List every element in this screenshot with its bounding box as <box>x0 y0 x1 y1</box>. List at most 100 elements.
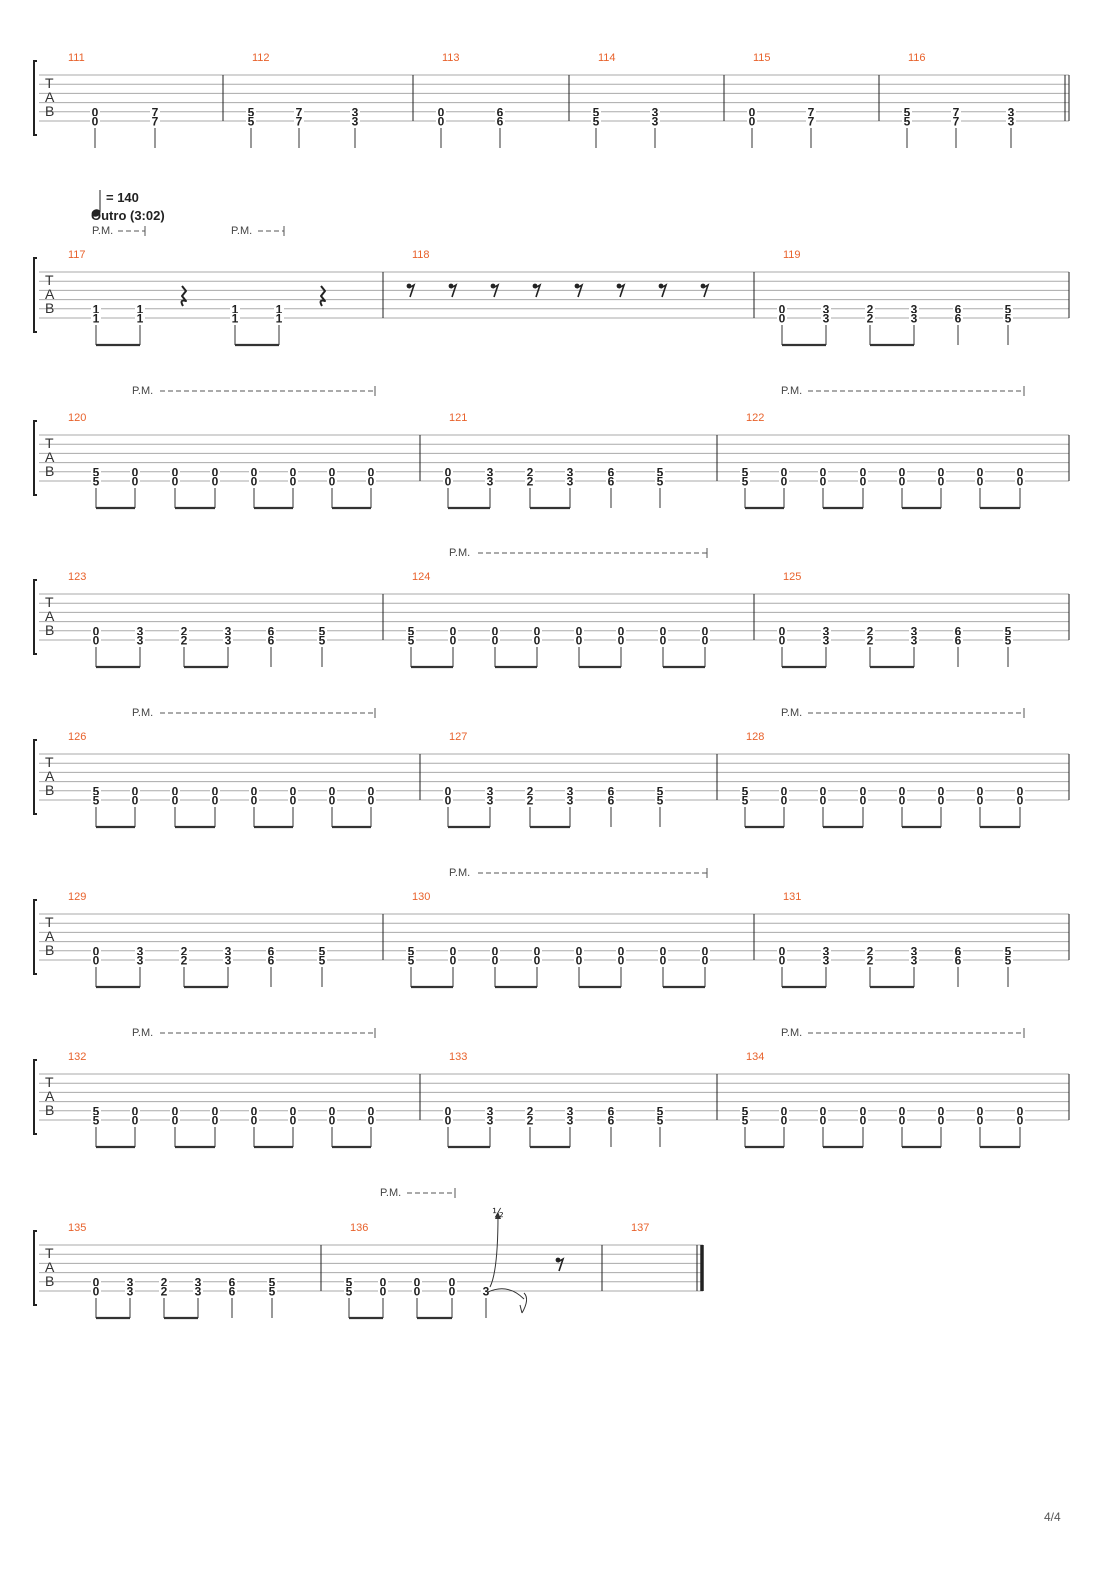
fret-number: 0 <box>820 1114 827 1128</box>
fret-number: 0 <box>660 624 667 638</box>
fret-number: 6 <box>955 944 962 958</box>
fret-number: 0 <box>576 624 583 638</box>
fret-number: 0 <box>977 1104 984 1118</box>
fret-number: 0 <box>492 944 499 958</box>
fret-number: 3 <box>225 624 232 638</box>
fret-number: 0 <box>576 944 583 958</box>
tab-clef-letter: A <box>45 449 55 465</box>
quarter-rest <box>180 285 187 307</box>
note-chord: 55 <box>406 944 416 987</box>
note-chord: 00 <box>249 465 259 508</box>
note-chord: 00 <box>975 784 985 827</box>
note-chord: 66 <box>953 302 963 345</box>
note-chord: 00 <box>288 465 298 508</box>
fret-number: 3 <box>137 954 144 968</box>
tab-clef-letter: A <box>45 1259 55 1275</box>
tab-system: TAB1265500000000000000127003322336655128… <box>33 731 1070 829</box>
fret-number: 3 <box>137 944 144 958</box>
fret-number: 1 <box>276 302 283 316</box>
fret-number: 5 <box>319 954 326 968</box>
fret-number: 0 <box>132 794 139 808</box>
fret-number: 0 <box>977 475 984 489</box>
note-chord: 33 <box>909 302 919 345</box>
fret-number: 3 <box>195 1285 202 1299</box>
fret-number: 5 <box>1005 634 1012 648</box>
fret-number: 0 <box>368 784 375 798</box>
release-arrow <box>519 1292 528 1314</box>
note-chord: 00 <box>616 624 626 667</box>
fret-number: 0 <box>212 465 219 479</box>
note-chord: 33 <box>350 105 360 148</box>
fret-number: 3 <box>567 794 574 808</box>
fret-number: 0 <box>820 1104 827 1118</box>
fret-number: 0 <box>702 954 709 968</box>
fret-number: 5 <box>269 1275 276 1289</box>
fret-number: 0 <box>172 1114 179 1128</box>
note-chord: 00 <box>658 944 668 987</box>
note-chord: 11 <box>230 302 240 345</box>
note-chord: 00 <box>327 465 337 508</box>
fret-number: 3 <box>823 302 830 316</box>
fret-number: 2 <box>867 312 874 326</box>
fret-number: 5 <box>408 954 415 968</box>
measure-number: 135 <box>68 1222 86 1234</box>
palm-mute-label: P.M. <box>781 1027 802 1039</box>
fret-number: 0 <box>977 794 984 808</box>
note-chord: 22 <box>525 465 535 508</box>
note-chord: 00 <box>818 784 828 827</box>
fret-number: 0 <box>702 634 709 648</box>
note-chord: 00 <box>90 105 100 148</box>
fret-number: 0 <box>329 784 336 798</box>
note-chord: 00 <box>897 1104 907 1147</box>
fret-number: 0 <box>329 475 336 489</box>
note-chord: 00 <box>818 1104 828 1147</box>
note-chord: 00 <box>574 624 584 667</box>
fret-number: 0 <box>938 1114 945 1128</box>
fret-number: 3 <box>483 1285 490 1299</box>
tab-system: TAB1205500000000000000121003322336655122… <box>33 412 1070 510</box>
fret-number: 0 <box>899 794 906 808</box>
eighth-rest <box>616 283 626 298</box>
fret-number: 0 <box>1017 794 1024 808</box>
measure-number: 113 <box>442 52 460 64</box>
fret-number: 0 <box>618 624 625 638</box>
note-chord: 3 <box>481 1285 491 1318</box>
measure-number: 137 <box>631 1222 649 1234</box>
fret-number: 5 <box>1005 624 1012 638</box>
fret-number: 0 <box>251 465 258 479</box>
fret-number: 0 <box>92 115 99 129</box>
fret-number: 0 <box>534 624 541 638</box>
fret-number: 7 <box>296 115 303 129</box>
fret-number: 0 <box>618 634 625 648</box>
fret-number: 0 <box>93 1285 100 1299</box>
tab-clef-letter: T <box>45 754 54 770</box>
fret-number: 0 <box>779 312 786 326</box>
fret-number: 0 <box>132 475 139 489</box>
note-chord: 00 <box>700 624 710 667</box>
tab-clef-letter: T <box>45 435 54 451</box>
fret-number: 0 <box>779 302 786 316</box>
fret-number: 7 <box>808 105 815 119</box>
measure-number: 131 <box>783 891 801 903</box>
fret-number: 0 <box>938 784 945 798</box>
note-chord: 00 <box>130 465 140 508</box>
fret-number: 1 <box>93 302 100 316</box>
fret-number: 0 <box>172 784 179 798</box>
palm-mute-marker: P.M. <box>132 1027 376 1039</box>
fret-number: 0 <box>450 954 457 968</box>
fret-number: 3 <box>487 794 494 808</box>
tab-system: TAB1230033223366551245500000000000000125… <box>33 571 1070 669</box>
fret-number: 0 <box>977 465 984 479</box>
fret-number: 2 <box>527 784 534 798</box>
fret-number: 0 <box>450 624 457 638</box>
fret-number: 6 <box>608 1104 615 1118</box>
system-bracket <box>33 899 37 975</box>
fret-number: 0 <box>576 954 583 968</box>
palm-mute-label: P.M. <box>449 867 470 879</box>
measure-number: 125 <box>783 571 801 583</box>
fret-number: 5 <box>657 1104 664 1118</box>
note-chord: 00 <box>532 944 542 987</box>
note-chord: 33 <box>565 784 575 827</box>
tab-clef-letter: A <box>45 286 55 302</box>
